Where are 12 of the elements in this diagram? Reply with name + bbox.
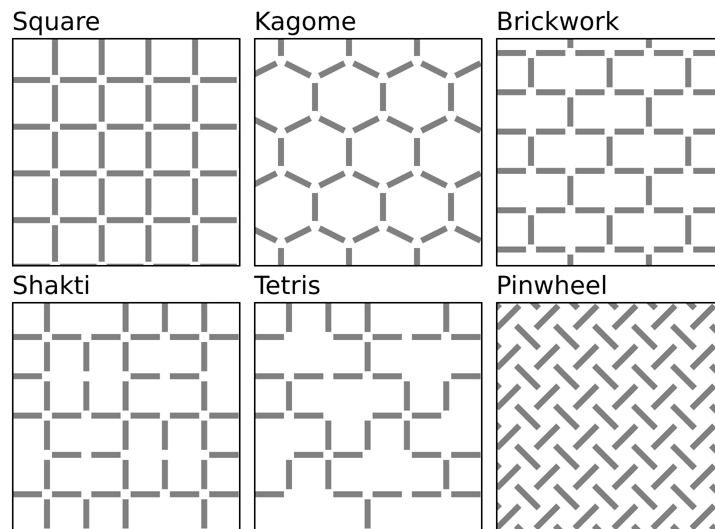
node-label: Brickwork xyxy=(498,11,620,30)
node-label: Kagome xyxy=(256,12,356,36)
lattice-panel: Shakti xyxy=(12,275,240,529)
lattice-panel: Kagome xyxy=(254,12,482,266)
lattice-panel: Brickwork xyxy=(496,11,715,266)
lattice-panel: Pinwheel xyxy=(496,275,715,529)
node-label: Square xyxy=(14,11,99,36)
lattice-panel: Tetris xyxy=(254,275,482,529)
node-label: Shakti xyxy=(14,275,88,294)
node-label: Tetris xyxy=(254,275,320,294)
node-label: Pinwheel xyxy=(498,275,606,294)
lattice-panel: Square xyxy=(12,11,240,266)
